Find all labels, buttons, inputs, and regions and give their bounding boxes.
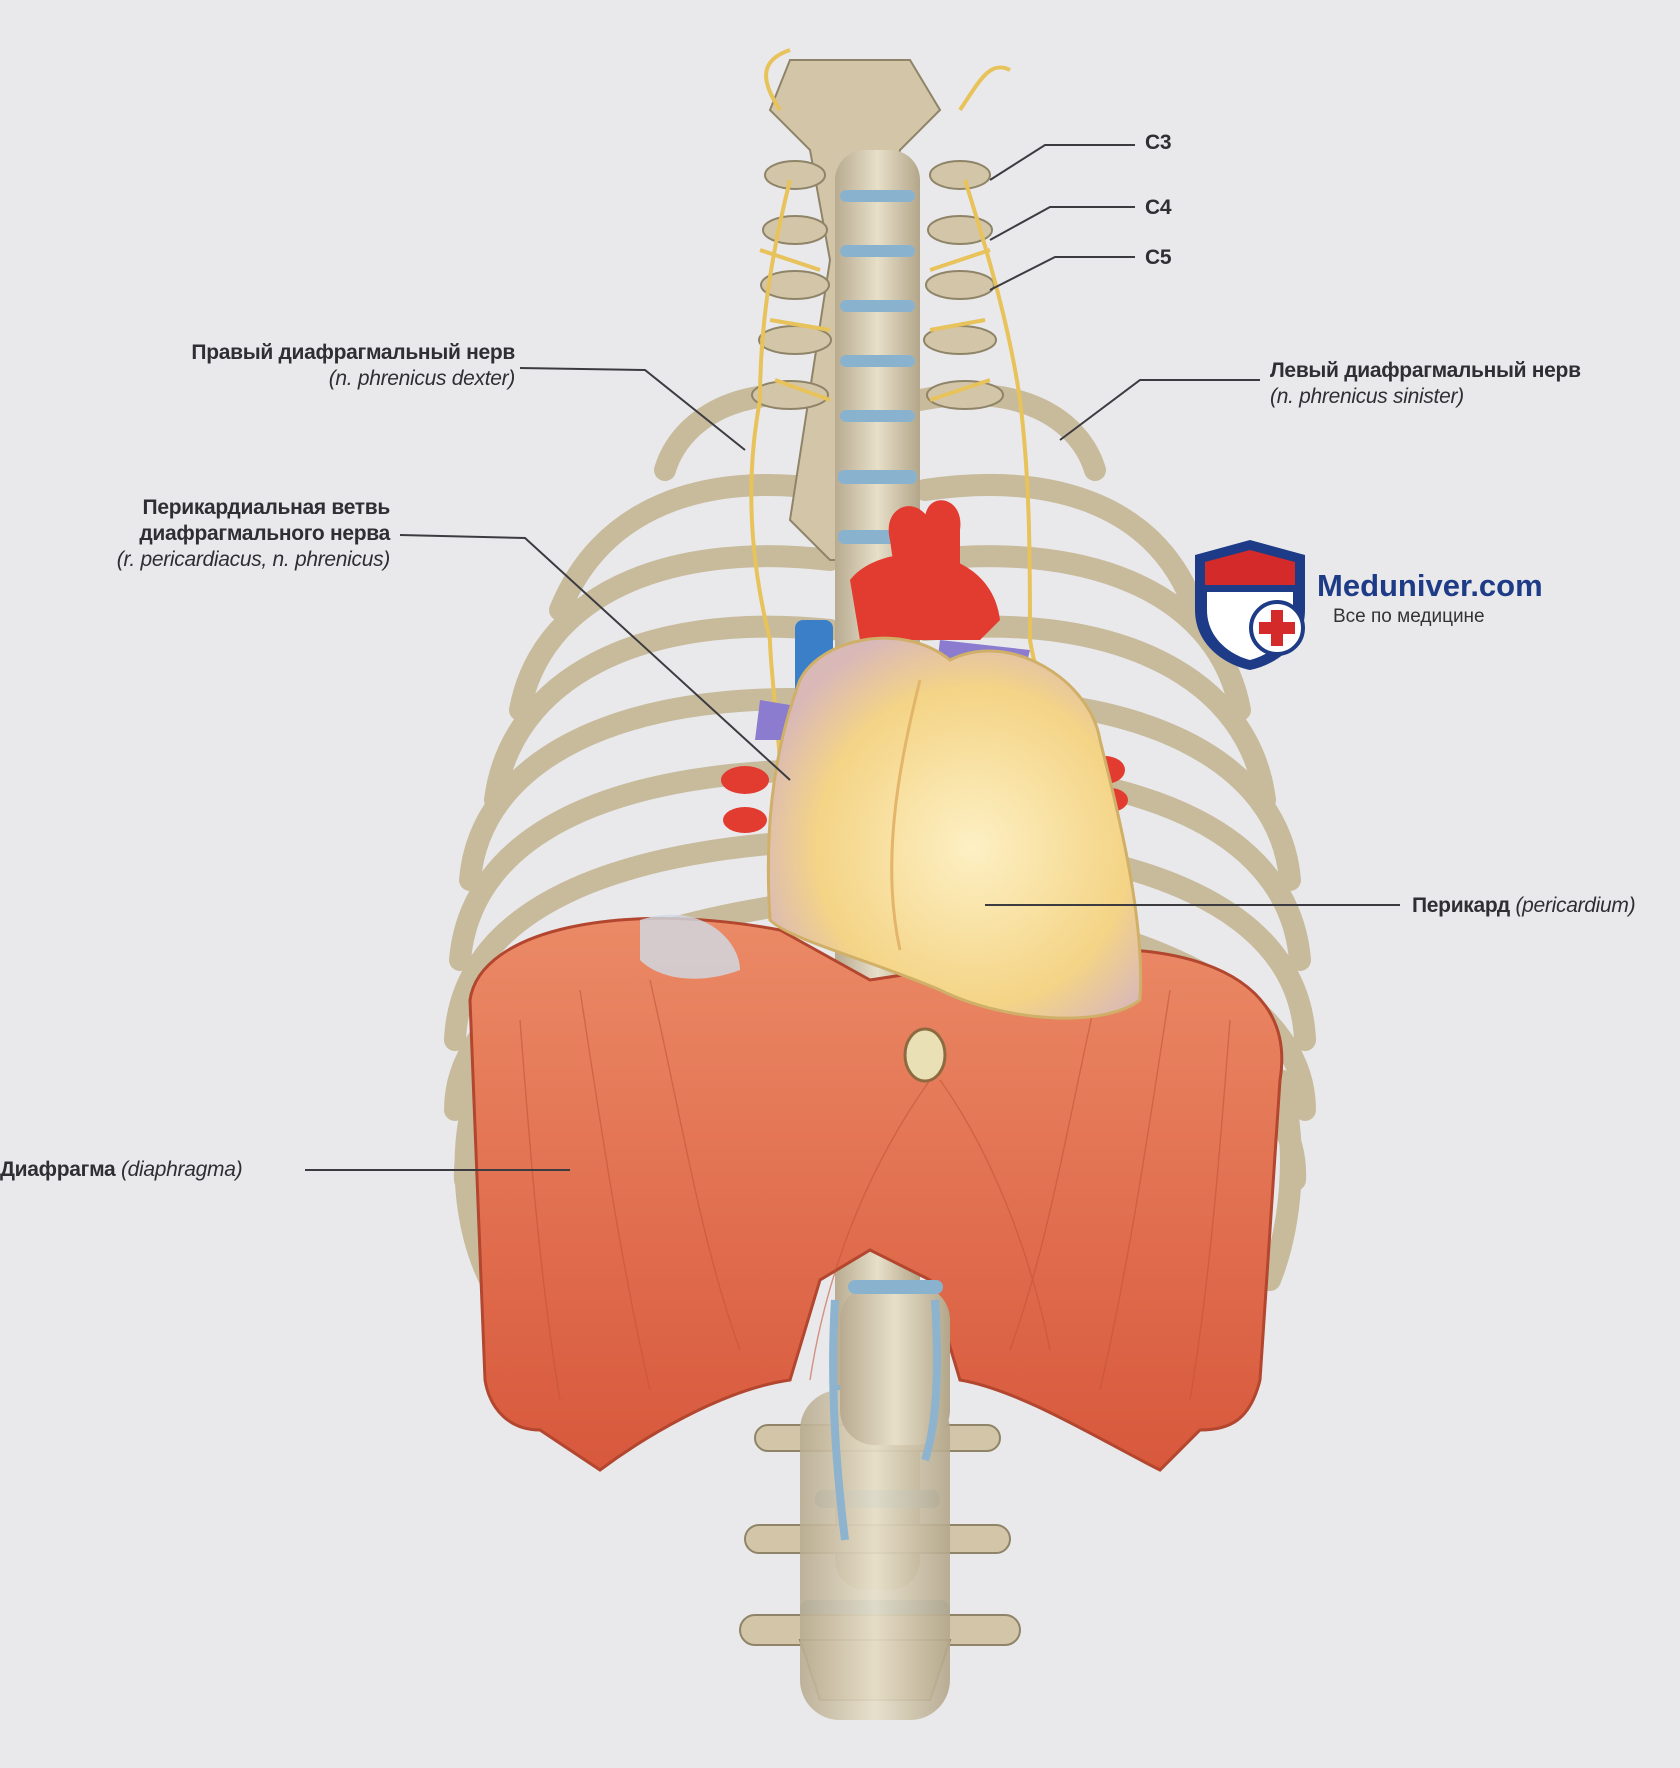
- label-c5: C5: [1145, 246, 1172, 269]
- label-pericardium: Перикард (pericardium): [1412, 893, 1636, 919]
- label-c3: C3: [1145, 131, 1172, 154]
- label-pericardial-branch-ru1: Перикардиальная ветвь: [142, 496, 391, 519]
- label-right-phrenic-ru: Правый диафрагмальный нерв: [191, 341, 515, 364]
- lumbar-vertebrae: [829, 1280, 950, 1541]
- label-c4: C4: [1145, 196, 1172, 219]
- diaphragm-muscle: [468, 914, 1284, 1472]
- label-pericardial-branch-ru2: диафрагмального нерва: [139, 522, 390, 545]
- label-diaphragm-ru: Диафрагма: [0, 1158, 116, 1181]
- pericardium-sac: [766, 636, 1143, 1020]
- meduniver-logo: Meduniver.com Все по медицине: [1185, 540, 1605, 670]
- label-left-phrenic-lat: (n. phrenicus sinister): [1270, 385, 1464, 408]
- label-right-phrenic-nerve: Правый диафрагмальный нерв (n. phrenicus…: [191, 340, 515, 392]
- shield-cross-icon: [1195, 540, 1305, 670]
- label-pericardial-branch: Перикардиальная ветвь диафрагмального не…: [116, 495, 391, 573]
- label-left-phrenic-ru: Левый диафрагмальный нерв: [1270, 359, 1581, 382]
- leader-lines: [305, 144, 1400, 1171]
- label-right-phrenic-lat: (n. phrenicus dexter): [328, 367, 516, 390]
- label-pericardium-lat: (pericardium): [1515, 894, 1636, 917]
- label-pericardium-ru: Перикард: [1412, 894, 1510, 917]
- label-left-phrenic-nerve: Левый диафрагмальный нерв (n. phrenicus …: [1270, 358, 1581, 410]
- label-diaphragm: Диафрагма (diaphragma): [0, 1157, 243, 1183]
- heart-and-vessels: [721, 500, 1143, 1020]
- logo-brand: Meduniver.com: [1317, 568, 1543, 603]
- label-diaphragm-lat: (diaphragma): [120, 1158, 243, 1181]
- logo-tagline: Все по медицине: [1333, 606, 1485, 627]
- label-pericardial-branch-lat: (r. pericardiacus, n. phrenicus): [116, 548, 391, 571]
